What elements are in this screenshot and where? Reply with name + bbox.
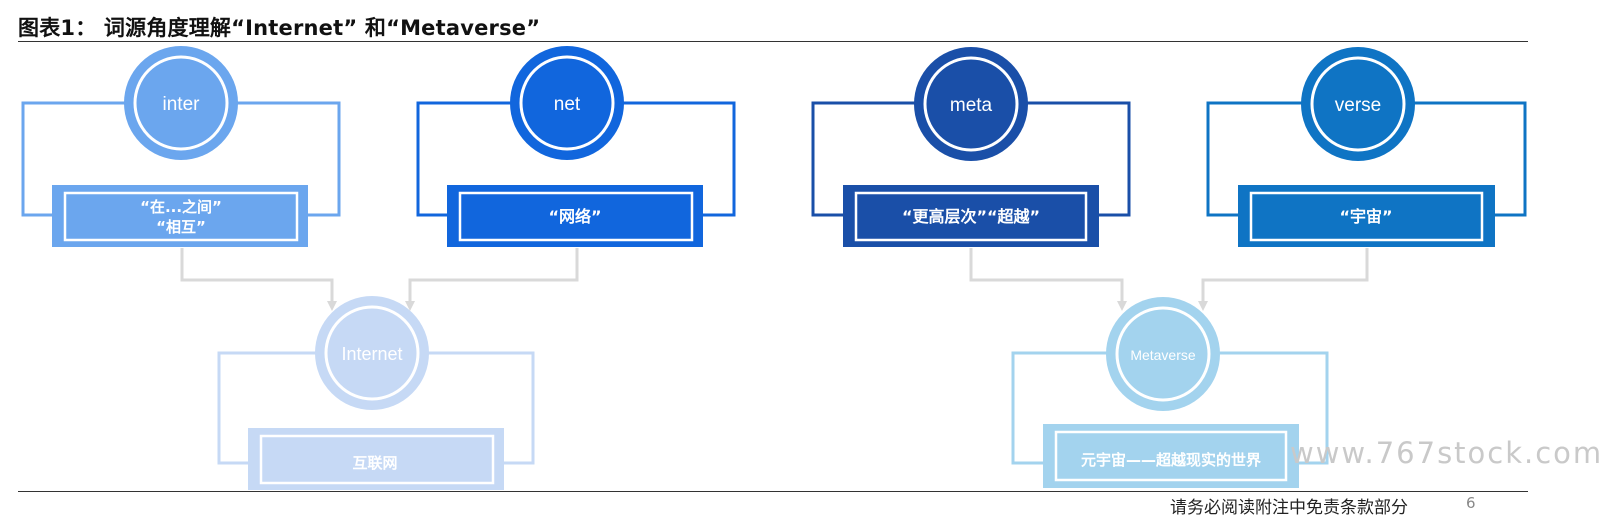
node-metaverse: Metaverse 元宇宙——超越现实的世界 bbox=[1011, 297, 1329, 488]
node-net-circle bbox=[510, 46, 624, 160]
node-inter-box bbox=[52, 185, 308, 247]
node-net-box bbox=[447, 185, 703, 247]
node-internet-box bbox=[248, 428, 504, 490]
connector-meta-to-metaverse bbox=[969, 248, 1127, 311]
node-verse-box bbox=[1238, 185, 1495, 247]
node-internet-circle bbox=[315, 296, 429, 410]
node-metaverse-meaning: 元宇宙——超越现实的世界 bbox=[1081, 451, 1261, 469]
connectors bbox=[180, 248, 1369, 311]
node-metaverse-word: Metaverse bbox=[1130, 347, 1196, 363]
node-verse: verse “宇宙” bbox=[1206, 47, 1527, 247]
node-net: net “网络” bbox=[416, 46, 736, 247]
node-internet: Internet 互联网 bbox=[217, 296, 535, 490]
node-metaverse-box bbox=[1043, 424, 1299, 488]
node-internet-meaning: 互联网 bbox=[352, 454, 397, 472]
node-meta: meta “更高层次”“超越” bbox=[811, 47, 1131, 247]
node-inter-meaning-1: “在...之间” bbox=[140, 198, 222, 216]
connector-net-to-internet bbox=[405, 248, 579, 311]
top-rule bbox=[18, 41, 1528, 42]
node-inter-meaning-2: “相互” bbox=[156, 218, 206, 236]
node-verse-word: verse bbox=[1335, 95, 1381, 116]
node-net-word: net bbox=[554, 94, 581, 115]
connector-verse-to-metaverse bbox=[1198, 248, 1369, 311]
bottom-rule bbox=[18, 491, 1528, 492]
node-verse-meaning: “宇宙” bbox=[1339, 207, 1392, 226]
node-inter-circle bbox=[124, 46, 238, 160]
node-net-meaning: “网络” bbox=[548, 207, 601, 226]
node-verse-circle bbox=[1301, 47, 1415, 161]
node-inter-word: inter bbox=[163, 94, 201, 115]
connector-inter-to-internet bbox=[180, 248, 337, 311]
node-meta-box bbox=[843, 185, 1099, 247]
node-inter: inter “在...之间” “相互” bbox=[21, 46, 341, 247]
watermark: www.767stock.com bbox=[1290, 436, 1603, 470]
node-meta-meaning: “更高层次”“超越” bbox=[902, 207, 1040, 226]
node-internet-word: Internet bbox=[341, 344, 402, 364]
footer-disclaimer: 请务必阅读附注中免责条款部分 bbox=[1170, 498, 1408, 518]
etymology-diagram: inter “在...之间” “相互” net “网络” meta “更高层次”… bbox=[21, 46, 1527, 490]
figure-title: 图表1： 词源角度理解“Internet” 和“Metaverse” bbox=[18, 16, 541, 40]
node-metaverse-circle bbox=[1106, 297, 1220, 411]
page-number: 6 bbox=[1466, 494, 1476, 512]
node-meta-word: meta bbox=[950, 95, 993, 116]
node-meta-circle bbox=[914, 47, 1028, 161]
